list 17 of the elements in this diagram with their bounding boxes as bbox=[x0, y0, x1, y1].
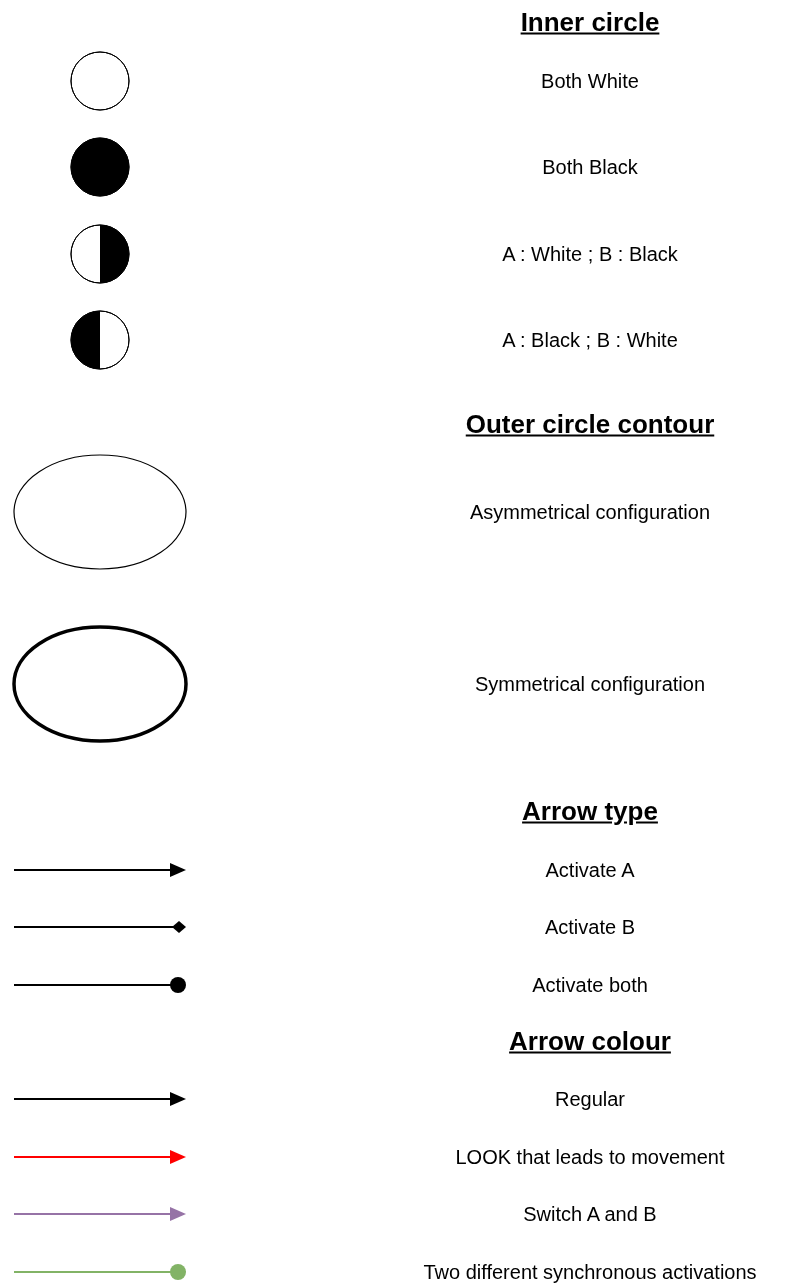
legend-text: Asymmetrical configuration bbox=[468, 500, 712, 525]
legend-text: Switch A and B bbox=[522, 1202, 658, 1227]
legend-text: Activate B bbox=[543, 915, 636, 940]
section-heading: Arrow colour bbox=[508, 1025, 672, 1057]
legend-text: Two different synchronous activations bbox=[422, 1260, 758, 1285]
section-heading: Inner circle bbox=[519, 6, 661, 38]
legend-text: Both Black bbox=[541, 155, 639, 180]
section-heading: Arrow type bbox=[521, 795, 659, 827]
legend-text: A : White ; B : Black bbox=[501, 242, 679, 267]
legend-text: Regular bbox=[553, 1087, 626, 1112]
legend-text: Activate A bbox=[544, 858, 636, 883]
legend-text: Activate both bbox=[531, 973, 649, 998]
legend-text: LOOK that leads to movement bbox=[454, 1145, 726, 1170]
legend-text: Symmetrical configuration bbox=[473, 672, 707, 697]
section-heading: Outer circle contour bbox=[464, 408, 716, 440]
legend-text: A : Black ; B : White bbox=[501, 328, 679, 353]
legend-text: Both White bbox=[540, 69, 640, 94]
